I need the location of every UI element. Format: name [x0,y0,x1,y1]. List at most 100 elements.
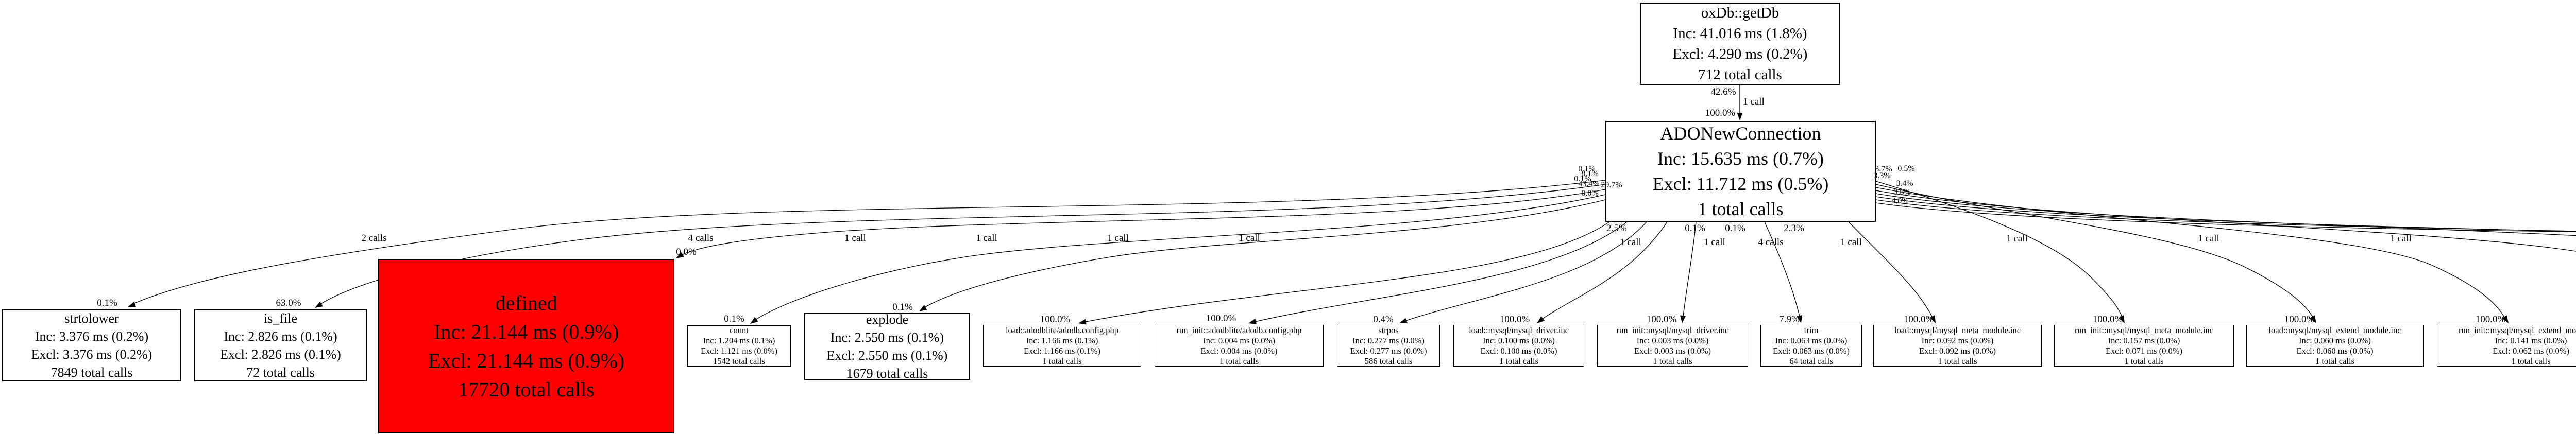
edge-adonewconnection-to-run-init-mysql-driver [1682,221,1697,322]
arrowhead-icon [676,252,684,258]
edge-label: 3.6% [1893,188,1911,197]
edge-label: 3.3% [1873,171,1891,180]
node-excl-text: Excl: 3.376 ms (0.2%) [31,346,152,362]
edge-label: 4 calls [1758,237,1784,248]
arrowhead-icon [2119,315,2125,323]
node-name-text: trim [1804,325,1819,335]
edge-label: 0.1% [724,314,744,324]
node-name-text: oxDb::getDb [1701,5,1780,21]
edge-label: 0.1% [892,302,913,313]
node-excl-text: Excl: 0.071 ms (0.0%) [2106,345,2182,356]
node-calls-text: 7849 total calls [50,364,133,380]
edge-label: 100.0% [1206,313,1236,324]
node-name-text: strpos [1378,325,1399,335]
node-name-text: run_init::mysql/mysql_meta_module.inc [2074,325,2214,335]
edge-adonewconnection-to-run-init-mysql-extend [1875,187,2507,322]
arrowhead-icon [1399,318,1408,324]
graph-node-run-init-mysql-extend[interactable]: run_init::mysql/mysql_extend_module.incI… [2437,325,2576,367]
edge-label: 0.4% [1373,314,1394,325]
edge-label: 2 calls [361,233,387,244]
node-inc-text: Inc: 2.826 ms (0.1%) [224,328,337,344]
edge-label: 63.0% [276,298,301,308]
edge-label: 1 call [2390,233,2412,244]
edge-adonewconnection-to-load-adodb-config [1080,221,1610,323]
edge-adonewconnection-to-load-object-module [1875,196,2576,232]
edge-label: 0.0% [676,247,697,257]
edge-label: 100.0% [2092,314,2123,325]
node-name-text: is_file [264,310,297,326]
edge-label: 1 call [2006,233,2028,244]
node-excl-text: Excl: 0.092 ms (0.0%) [1919,345,1996,356]
node-calls-text: 1542 total calls [713,356,765,366]
node-excl-text: Excl: 21.144 ms (0.9%) [428,349,625,372]
edge-label: 42.6% [1710,86,1736,97]
edge-adonewconnection-to-load-mysql-extend [1875,184,2316,322]
edge-label: 1 call [1239,233,1260,244]
node-name-text: strtolower [64,310,119,326]
node-name-text: load::adodblite/adodb.config.php [1005,325,1119,335]
edge-label: 0.5% [1897,164,1915,173]
node-calls-text: 1 total calls [2511,356,2551,366]
edge-adonewconnection-to-load-pear-module [1875,190,2576,252]
node-inc-text: Inc: 0.003 ms (0.0%) [1636,335,1709,345]
node-calls-text: 1679 total calls [846,366,928,380]
node-excl-text: Excl: 0.060 ms (0.0%) [2296,345,2374,356]
node-excl-text: Excl: 0.063 ms (0.0%) [1773,345,1850,356]
node-excl-text: Excl: 11.712 ms (0.5%) [1652,173,1829,194]
edge-label: 100.0% [1705,108,1736,118]
edge-label: 0.1% [97,298,117,308]
node-calls-text: 17720 total calls [458,377,595,401]
node-calls-text: 1 total calls [1938,356,1977,366]
node-name-text: run_init::mysql/mysql_driver.inc [1616,325,1729,335]
arrowhead-icon [919,305,927,311]
edge-label: 8.1% [1581,169,1599,178]
edge-label: 1 call [1840,237,1862,248]
node-excl-text: Excl: 0.062 ms (0.0%) [2493,345,2569,356]
node-calls-text: 1 total calls [2124,356,2164,366]
node-excl-text: Excl: 4.290 ms (0.2%) [1672,46,1808,62]
edge-label: 1 call [1620,237,1641,248]
edge-adonewconnection-to-defined [677,189,1606,257]
node-calls-text: 586 total calls [1364,356,1413,366]
edge-adonewconnection-to-load-mysql-driver [1538,221,1668,322]
edge-label: 2.3% [1784,223,1804,234]
node-name-text: count [730,325,749,335]
node-excl-text: Excl: 2.826 ms (0.1%) [220,346,341,362]
node-calls-text: 72 total calls [246,364,315,380]
edge-label: 1 call [844,233,866,244]
edge-adonewconnection-to-mysql-driver-adoconnection [1875,202,2576,232]
node-excl-text: Excl: 0.100 ms (0.0%) [1480,345,1557,356]
node-inc-text: Inc: 0.157 ms (0.0%) [2108,335,2180,345]
node-inc-text: Inc: 0.100 ms (0.0%) [1483,335,1555,345]
edge-label: 29.7% [1601,181,1622,189]
edge-label: 0.1% [1578,165,1596,173]
edge-label: 100.0% [1646,314,1677,325]
arrowhead-icon [2502,315,2509,323]
arrowhead-icon [1680,315,1686,323]
node-inc-text: Inc: 2.550 ms (0.1%) [830,330,944,345]
edge-label: 0.0% [1581,189,1599,198]
node-calls-text: 1 total calls [1042,356,1082,366]
node-inc-text: Inc: 15.635 ms (0.7%) [1657,148,1824,169]
node-calls-text: 1 total calls [1653,356,1692,366]
node-name-text: ADONewConnection [1660,123,1821,144]
arrowhead-icon [315,301,323,308]
node-calls-text: 1 total calls [1219,356,1259,366]
node-name-text: load::mysql/mysql_meta_module.inc [1894,325,2021,335]
